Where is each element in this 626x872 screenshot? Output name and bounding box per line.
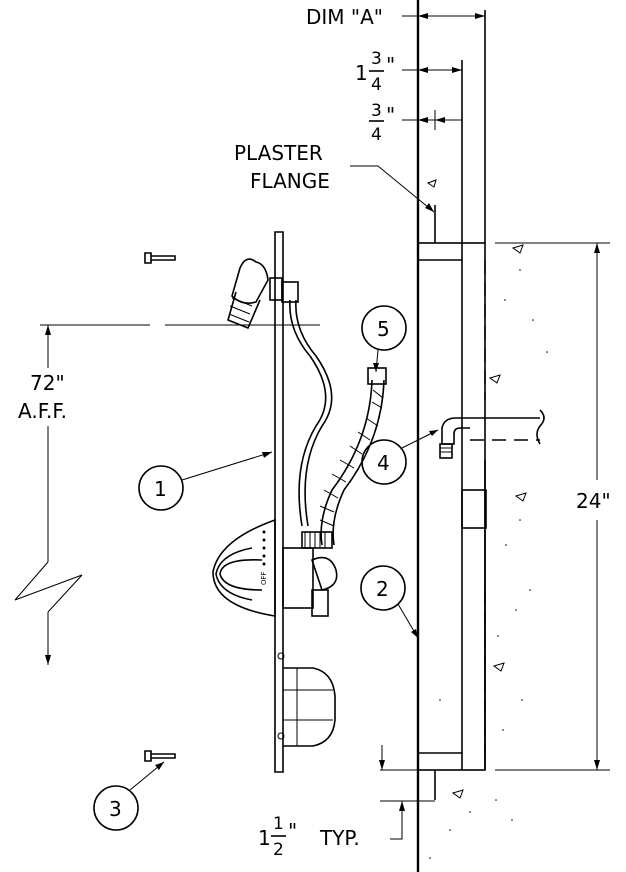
- dim-a-label: DIM "A": [306, 5, 383, 29]
- recessed-housing: [417, 60, 486, 800]
- dim-72-note: A.F.F.: [18, 399, 67, 423]
- anchor-bolts: [144, 252, 176, 762]
- plaster-flange-line1: PLASTER: [234, 141, 323, 165]
- callout-4: 4: [361, 429, 439, 485]
- dim-1-3-4-mark: ": [386, 53, 395, 77]
- dim-24: [495, 242, 610, 771]
- dim-72-aff: [14, 324, 320, 665]
- callout-5-text: 5: [377, 317, 390, 341]
- callout-2: 2: [360, 565, 419, 639]
- callout-3-text: 3: [109, 797, 122, 821]
- plaster-flange-line2: FLANGE: [250, 169, 330, 193]
- callout-3: 3: [93, 761, 165, 831]
- dim-24-label: 24": [576, 489, 611, 513]
- dim-1-3-4-whole: 1: [355, 61, 368, 85]
- dim-1-1-2-den: 2: [273, 840, 284, 860]
- wall-section: [416, 0, 548, 872]
- supply-pipe: [439, 409, 545, 459]
- dim-1-3-4-line: [402, 67, 462, 73]
- dim-3-4-num: 3: [371, 101, 382, 121]
- dim-1-3-4-num: 3: [371, 49, 382, 69]
- dim-3-4-mark: ": [386, 103, 395, 127]
- dim-1-1-2-suffix: TYP.: [319, 826, 360, 850]
- dim-3-4-line: [402, 110, 462, 130]
- callout-1: 1: [138, 451, 273, 511]
- dim-1-1-2-mark: ": [288, 819, 297, 843]
- callout-1-text: 1: [154, 477, 167, 501]
- callout-5: 5: [361, 305, 407, 373]
- dim-a-line: [402, 13, 485, 19]
- dim-1-1-2-num: 1: [273, 814, 284, 834]
- plaster-flange-leader: [350, 165, 435, 213]
- callout-4-text: 4: [377, 451, 390, 475]
- dim-1-3-4-den: 4: [371, 75, 382, 95]
- fixture-panel: OFF: [212, 231, 387, 773]
- wall-bracket: [461, 489, 487, 529]
- dim-72-value: 72": [30, 371, 65, 395]
- dim-1-1-2-whole: 1: [258, 826, 271, 850]
- knob-off-text: OFF: [260, 571, 268, 585]
- callout-2-text: 2: [376, 577, 389, 601]
- dim-1-1-2-typ: [379, 745, 435, 840]
- dim-3-4-den: 4: [371, 125, 382, 145]
